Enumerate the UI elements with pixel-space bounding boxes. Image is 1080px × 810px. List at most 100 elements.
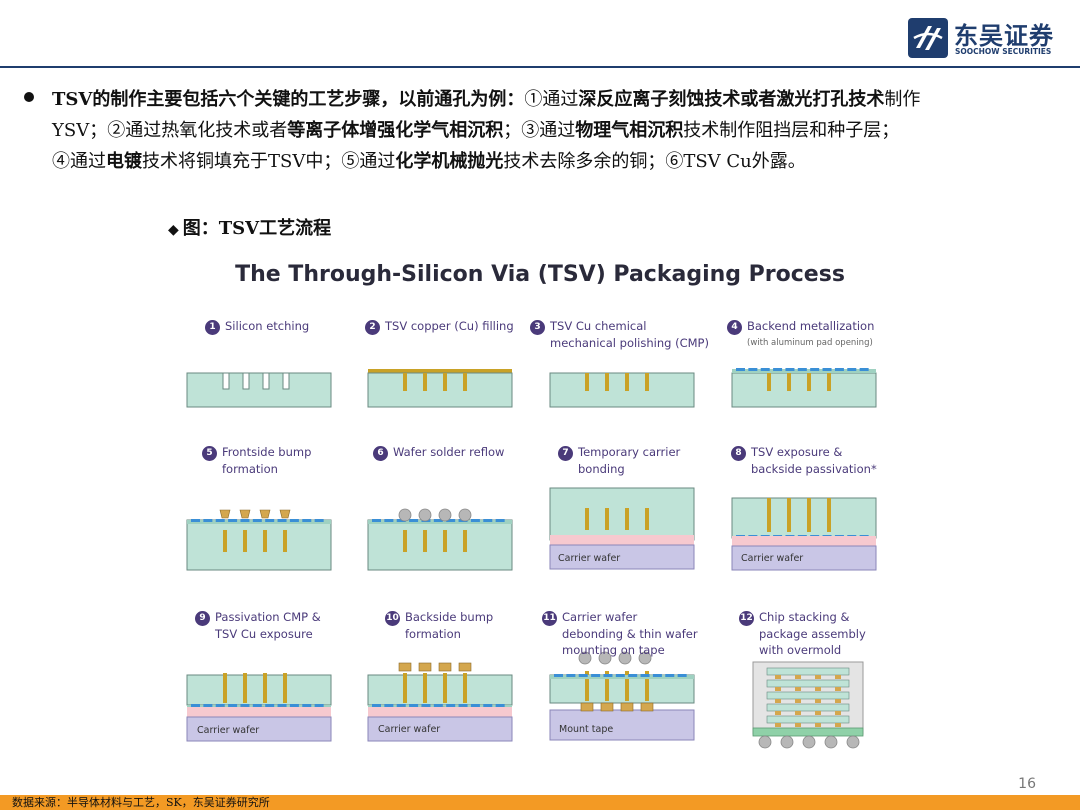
tsv-via bbox=[223, 530, 227, 552]
aluminum-pad bbox=[433, 704, 443, 707]
body-paragraph: TSV的制作主要包括六个关键的工艺步骤，以前通孔为例：①通过深反应离子刻蚀技术或… bbox=[52, 84, 1068, 177]
bonding-adhesive bbox=[550, 535, 694, 545]
aluminum-pad bbox=[314, 519, 324, 522]
tsv-via bbox=[807, 498, 811, 532]
carrier-wafer bbox=[731, 545, 877, 571]
tsv-process-figure: The Through-Silicon Via (TSV) Packaging … bbox=[175, 250, 905, 770]
step-text: TSV copper (Cu) filling bbox=[385, 319, 514, 333]
tsv-via bbox=[243, 530, 247, 552]
aluminum-pad bbox=[748, 368, 758, 371]
aluminum-pad bbox=[228, 704, 238, 707]
die-bump bbox=[815, 723, 821, 727]
silicon-wafer bbox=[367, 519, 513, 571]
die-bump bbox=[795, 723, 801, 727]
step-text: TSV Cu chemical bbox=[550, 319, 647, 333]
silicon-wafer bbox=[731, 372, 877, 408]
stacked-die bbox=[766, 679, 850, 688]
bold-text: 等离子体增强化学气相沉积 bbox=[287, 120, 504, 141]
tsv-via bbox=[625, 508, 629, 530]
aluminum-pad bbox=[314, 704, 324, 707]
carrier-wafer-label: Carrier wafer bbox=[741, 553, 804, 564]
aluminum-pad bbox=[252, 704, 262, 707]
step-number-badge: 11 bbox=[542, 611, 557, 626]
aluminum-pad bbox=[302, 704, 312, 707]
step-text: formation bbox=[405, 627, 461, 641]
tsv-via bbox=[423, 530, 427, 552]
tsv-via bbox=[787, 498, 791, 532]
aluminum-pad bbox=[615, 674, 625, 677]
aluminum-pad bbox=[603, 674, 613, 677]
step-text: Silicon etching bbox=[225, 319, 310, 333]
die-bump bbox=[815, 687, 821, 691]
aluminum-pad bbox=[470, 704, 480, 707]
step-number-badge: 7 bbox=[558, 446, 573, 461]
aluminum-pad bbox=[215, 519, 225, 522]
package-solder-ball bbox=[846, 735, 860, 749]
step-text: debonding & thin wafer bbox=[562, 627, 698, 641]
tsv-via bbox=[827, 373, 831, 391]
aluminum-pad bbox=[677, 674, 687, 677]
carrier-wafer-label: Carrier wafer bbox=[378, 724, 441, 735]
backside-bump bbox=[458, 662, 472, 672]
tsv-via bbox=[443, 373, 447, 391]
data-source: 数据来源：半导体材料与工艺，SK，东吴证券研究所 bbox=[12, 796, 270, 809]
tsv-via bbox=[585, 671, 589, 701]
micro-bump bbox=[219, 509, 231, 519]
text: ①通过 bbox=[524, 89, 579, 110]
paragraph-line: YSV；②通过热氧化技术或者等离子体增强化学气相沉积；③通过物理气相沉积技术制作… bbox=[52, 115, 1068, 146]
tsv-via bbox=[605, 373, 609, 391]
brand-logo: 东吴证券 SOOCHOW SECURITIES bbox=[908, 16, 1068, 60]
aluminum-pad bbox=[591, 674, 601, 677]
carrier-wafer bbox=[549, 544, 695, 570]
etched-trench bbox=[282, 372, 290, 390]
step-number-badge: 8 bbox=[731, 446, 746, 461]
solder-ball bbox=[638, 651, 652, 665]
step-text: Backside bump bbox=[405, 610, 494, 624]
tsv-via bbox=[403, 530, 407, 552]
die-bump bbox=[775, 723, 781, 727]
solder-ball bbox=[618, 651, 632, 665]
solder-ball bbox=[598, 651, 612, 665]
aluminum-pad bbox=[554, 674, 563, 677]
aluminum-pad bbox=[240, 704, 250, 707]
step-text: Backend metallization bbox=[747, 319, 875, 333]
step-text: Chip stacking & bbox=[759, 610, 850, 624]
step-10-label: 10 Backside bump formation bbox=[385, 609, 493, 642]
aluminum-pad bbox=[203, 704, 213, 707]
package-solder-ball bbox=[780, 735, 794, 749]
bullet-icon bbox=[24, 92, 34, 102]
step-text: TSV Cu exposure bbox=[215, 627, 313, 641]
page-number: 16 bbox=[1018, 776, 1036, 792]
tsv-via bbox=[585, 508, 589, 530]
tsv-via bbox=[283, 530, 287, 552]
aluminum-pad bbox=[277, 704, 287, 707]
aluminum-pad bbox=[396, 704, 406, 707]
aluminum-pad bbox=[215, 704, 225, 707]
aluminum-pad bbox=[652, 674, 662, 677]
step-number-badge: 10 bbox=[385, 611, 400, 626]
aluminum-pad bbox=[760, 368, 770, 371]
aluminum-pad bbox=[409, 519, 419, 522]
silicon-wafer bbox=[186, 372, 332, 408]
micro-bump bbox=[279, 509, 291, 519]
aluminum-pad bbox=[628, 674, 638, 677]
aluminum-pad bbox=[384, 519, 394, 522]
step-subtext: (with aluminum pad opening) bbox=[747, 338, 873, 348]
figure-caption-text: 图：TSV工艺流程 bbox=[182, 218, 332, 239]
aluminum-pad bbox=[822, 368, 832, 371]
paragraph-line: ④通过电镀技术将铜填充于TSV中；⑤通过化学机械抛光技术去除多余的铜；⑥TSV … bbox=[52, 146, 1068, 177]
die-bump bbox=[775, 711, 781, 715]
die-bump bbox=[775, 699, 781, 703]
aluminum-pad bbox=[372, 704, 381, 707]
text: YSV；②通过热氧化技术或者 bbox=[52, 120, 288, 141]
bold-text: 物理气相沉积 bbox=[575, 120, 684, 141]
aluminum-pad bbox=[277, 519, 287, 522]
text: ；③通过 bbox=[503, 120, 576, 141]
step-text: Temporary carrier bbox=[578, 445, 681, 459]
step-text: mounting on tape bbox=[562, 643, 665, 657]
step-number-badge: 3 bbox=[530, 320, 545, 335]
text: 技术去除多余的铜；⑥TSV Cu外露。 bbox=[503, 151, 806, 172]
